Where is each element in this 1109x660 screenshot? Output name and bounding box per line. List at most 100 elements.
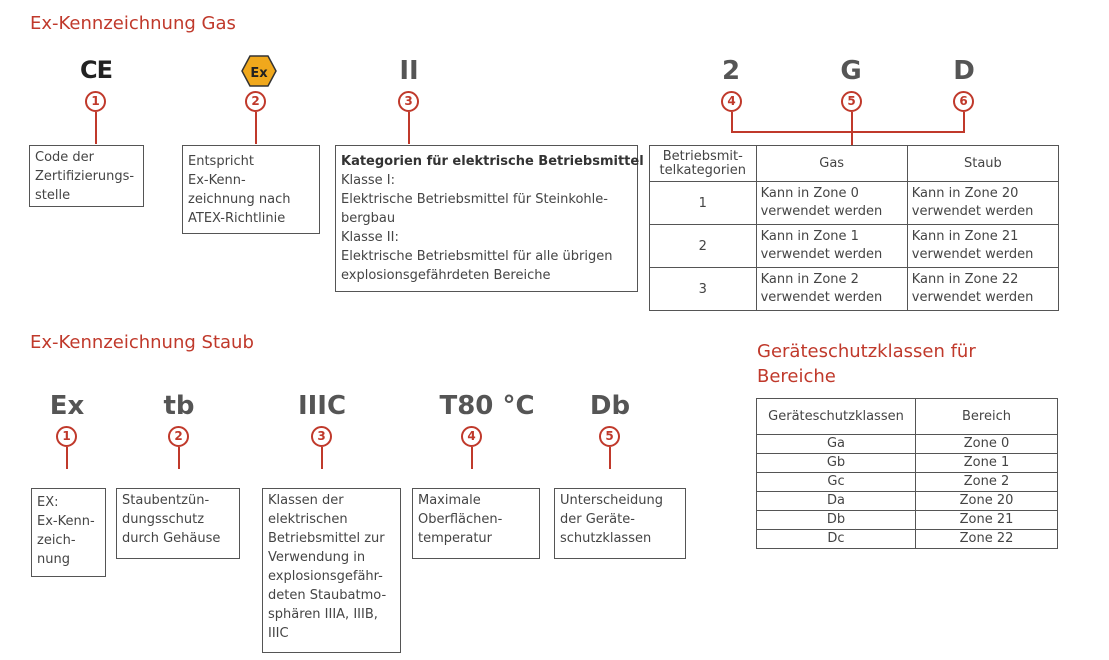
gas-connector-4 xyxy=(731,112,733,132)
gas-connector-6 xyxy=(963,112,965,132)
gas-symbol-group: II xyxy=(399,56,419,86)
staub-connector-2 xyxy=(178,447,180,469)
category-cell: 3 xyxy=(649,267,757,311)
staub-box-4-line: temperatur xyxy=(418,531,493,546)
gas-box-3-title: Kategorien für elektrische Betriebsmitte… xyxy=(341,154,644,169)
staub-box-5-line: Unterscheidung xyxy=(560,493,663,508)
cell-line: verwendet werden xyxy=(760,247,883,262)
gas-box-3-line: Elektrische Betriebsmittel für alle übri… xyxy=(341,249,613,264)
cell-line: verwendet werden xyxy=(911,247,1034,262)
staub-box-5-line: schutzklassen xyxy=(560,531,652,546)
gas-number-4: 4 xyxy=(721,91,742,112)
gas-heading: Ex-Kennzeichnung Gas xyxy=(30,13,236,34)
ce-logo-icon: CE xyxy=(79,56,113,84)
gas-connector-3 xyxy=(408,112,410,144)
cell-line: verwendet werden xyxy=(911,204,1034,219)
category-table-header-staub: Staub xyxy=(906,145,1060,182)
ex-logo-icon: Ex xyxy=(241,55,277,87)
staub-symbol-epl: Db xyxy=(589,391,631,421)
gas-number-3: 3 xyxy=(398,91,419,112)
gas-number-5: 5 xyxy=(841,91,862,112)
gas-box-1-line: stelle xyxy=(35,188,71,203)
epl-table-header-zone: Bereich xyxy=(915,398,1058,435)
staub-box-3-line: elektrischen xyxy=(268,512,348,527)
gas-box-3-line: Klasse I: xyxy=(341,173,395,188)
gas-connector-5 xyxy=(851,112,853,145)
staub-box-3-line: sphären IIIA, IIIB, xyxy=(268,607,378,622)
staub-box-1: EX: Ex-Kenn- zeich- nung xyxy=(31,488,106,577)
epl-table-header-row: Geräteschutzklassen Bereich xyxy=(756,398,1058,435)
cell-line: Kann in Zone 2 xyxy=(760,272,859,287)
table-row: 2 Kann in Zone 1 verwendet werden Kann i… xyxy=(649,224,1060,268)
staub-box-3-line: IIIC xyxy=(268,626,289,641)
cell-line: Kann in Zone 21 xyxy=(911,229,1019,244)
staub-box-4: Maximale Oberflächen- temperatur xyxy=(412,488,540,559)
gas-box-2: Entspricht Ex-Kenn- zeichnung nach ATEX-… xyxy=(182,145,320,234)
staub-box-3-line: deten Staubatmo- xyxy=(268,588,387,603)
gas-box-3: Kategorien für elektrische Betriebsmitte… xyxy=(335,145,644,292)
staub-box-3-line: Betriebsmittel zur xyxy=(268,531,385,546)
geraete-heading: Geräteschutzklassen für Bereiche xyxy=(757,339,976,389)
staub-box-4-line: Oberflächen- xyxy=(418,512,503,527)
staub-connector-5 xyxy=(609,447,611,469)
staub-zone-cell: Kann in Zone 22 verwendet werden xyxy=(906,267,1060,311)
ex-logo-text: Ex xyxy=(250,66,268,81)
gas-box-2-line: ATEX-Richtlinie xyxy=(188,211,286,226)
staub-box-3: Klassen der elektrischen Betriebsmittel … xyxy=(262,488,401,653)
gas-number-6: 6 xyxy=(953,91,974,112)
staub-box-1-line: EX: xyxy=(37,495,59,510)
staub-box-4-line: Maximale xyxy=(418,493,481,508)
gas-symbol-d: D xyxy=(953,56,975,86)
staub-box-3-line: explosionsgefähr- xyxy=(268,569,383,584)
category-table: Betriebsmit- telkategorien Gas Staub 1 K… xyxy=(649,145,1060,311)
category-cell: 1 xyxy=(649,181,757,225)
staub-box-5: Unterscheidung der Geräte- schutzklassen xyxy=(554,488,686,559)
staub-symbol-protection: tb xyxy=(163,391,195,421)
header-line: telkategorien xyxy=(659,162,747,178)
staub-symbol-temperature: T80 °C xyxy=(439,391,535,421)
cell-line: Kann in Zone 1 xyxy=(760,229,859,244)
staub-number-2: 2 xyxy=(168,426,189,447)
epl-cell: Gc xyxy=(756,472,916,492)
staub-box-1-line: zeich- xyxy=(37,533,76,548)
staub-heading: Ex-Kennzeichnung Staub xyxy=(30,332,254,353)
gas-connector-1 xyxy=(95,112,97,144)
zone-cell: Zone 22 xyxy=(915,529,1058,549)
cell-line: Kann in Zone 22 xyxy=(911,272,1019,287)
staub-zone-cell: Kann in Zone 20 verwendet werden xyxy=(906,181,1060,225)
gas-box-1-line: Zertifizierungs- xyxy=(35,169,135,184)
epl-cell: Db xyxy=(756,510,916,530)
epl-cell: Dc xyxy=(756,529,916,549)
staub-number-4: 4 xyxy=(461,426,482,447)
table-row: 3 Kann in Zone 2 verwendet werden Kann i… xyxy=(649,267,1060,311)
staub-connector-4 xyxy=(471,447,473,469)
gas-number-2: 2 xyxy=(245,91,266,112)
cell-line: verwendet werden xyxy=(911,290,1034,305)
staub-symbol-ex: Ex xyxy=(49,391,85,421)
staub-box-5-line: der Geräte- xyxy=(560,512,635,527)
gas-box-2-line: Ex-Kenn- xyxy=(188,173,246,188)
staub-box-1-line: nung xyxy=(37,552,70,567)
epl-cell: Ga xyxy=(756,434,916,454)
staub-box-2-line: Staubentzün- xyxy=(122,493,210,508)
category-table-header-gas: Gas xyxy=(755,145,908,182)
gas-box-2-line: Entspricht xyxy=(188,154,255,169)
zone-cell: Zone 1 xyxy=(915,453,1058,473)
header-line: Betriebsmit- xyxy=(662,148,743,164)
gas-box-3-line: bergbau xyxy=(341,211,396,226)
staub-connector-1 xyxy=(66,447,68,469)
table-row: 1 Kann in Zone 0 verwendet werden Kann i… xyxy=(649,181,1060,225)
zone-cell: Zone 21 xyxy=(915,510,1058,530)
cell-line: verwendet werden xyxy=(760,204,883,219)
staub-box-2-line: dungsschutz xyxy=(122,512,205,527)
gas-box-3-line: Elektrische Betriebsmittel für Steinkohl… xyxy=(341,192,608,207)
epl-cell: Da xyxy=(756,491,916,511)
zone-cell: Zone 20 xyxy=(915,491,1058,511)
gas-box-3-line: explosionsgefährdeten Bereiche xyxy=(341,268,551,283)
staub-connector-3 xyxy=(321,447,323,469)
